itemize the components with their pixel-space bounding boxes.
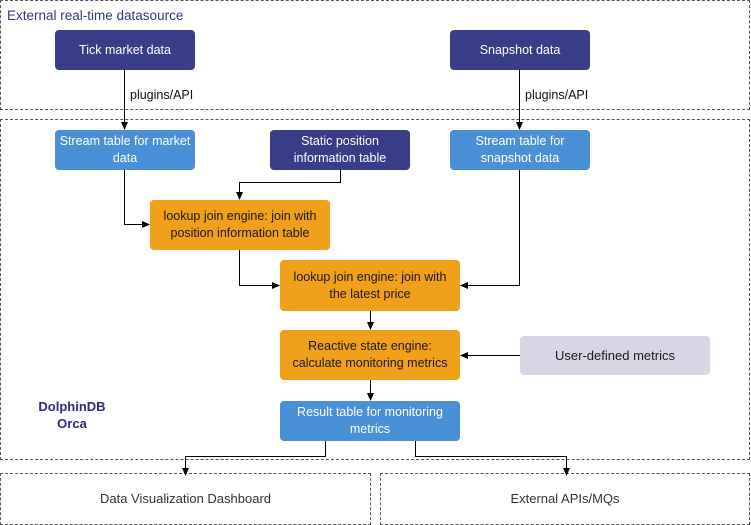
- dashboard-label: Data Visualization Dashboard: [99, 491, 272, 506]
- static-position-table-node: Static position information table: [270, 130, 410, 170]
- user-defined-metrics-node: User-defined metrics: [520, 336, 710, 375]
- datasource-region: [0, 0, 750, 110]
- stream-table-snapshot-node: Stream table for snapshot data: [450, 130, 590, 170]
- brand-line-1: DolphinDB: [38, 399, 106, 414]
- edge-static-to-lookup: [236, 170, 341, 200]
- edge-stream-snapshot-to-lookup: [460, 170, 520, 289]
- edge-label-plugins-left: plugins/API: [130, 88, 194, 102]
- brand-line-2: Orca: [57, 416, 87, 431]
- edge-result-to-dashboard: [182, 441, 326, 476]
- orca-brand-label: DolphinDB Orca: [22, 398, 122, 432]
- result-table-node: Result table for monitoring metrics: [280, 401, 460, 441]
- datasource-region-label: External real-time datasource: [7, 8, 184, 23]
- edge-label-plugins-right: plugins/API: [525, 88, 589, 102]
- edge-stream-market-to-lookup: [124, 170, 150, 228]
- external-api-label: External APIs/MQs: [510, 491, 620, 506]
- stream-table-market-node: Stream table for market data: [55, 130, 195, 170]
- snapshot-data-node: Snapshot data: [450, 30, 590, 70]
- edge-lookup-to-lookup: [239, 250, 280, 289]
- lookup-join-position-node: lookup join engine: join with position i…: [150, 200, 330, 250]
- tick-market-data-node: Tick market data: [55, 30, 195, 70]
- reactive-state-engine-node: Reactive state engine: calculate monitor…: [280, 330, 460, 380]
- lookup-join-price-node: lookup join engine: join with the latest…: [280, 260, 460, 311]
- edge-result-to-external: [415, 441, 570, 476]
- orca-region: [0, 119, 750, 460]
